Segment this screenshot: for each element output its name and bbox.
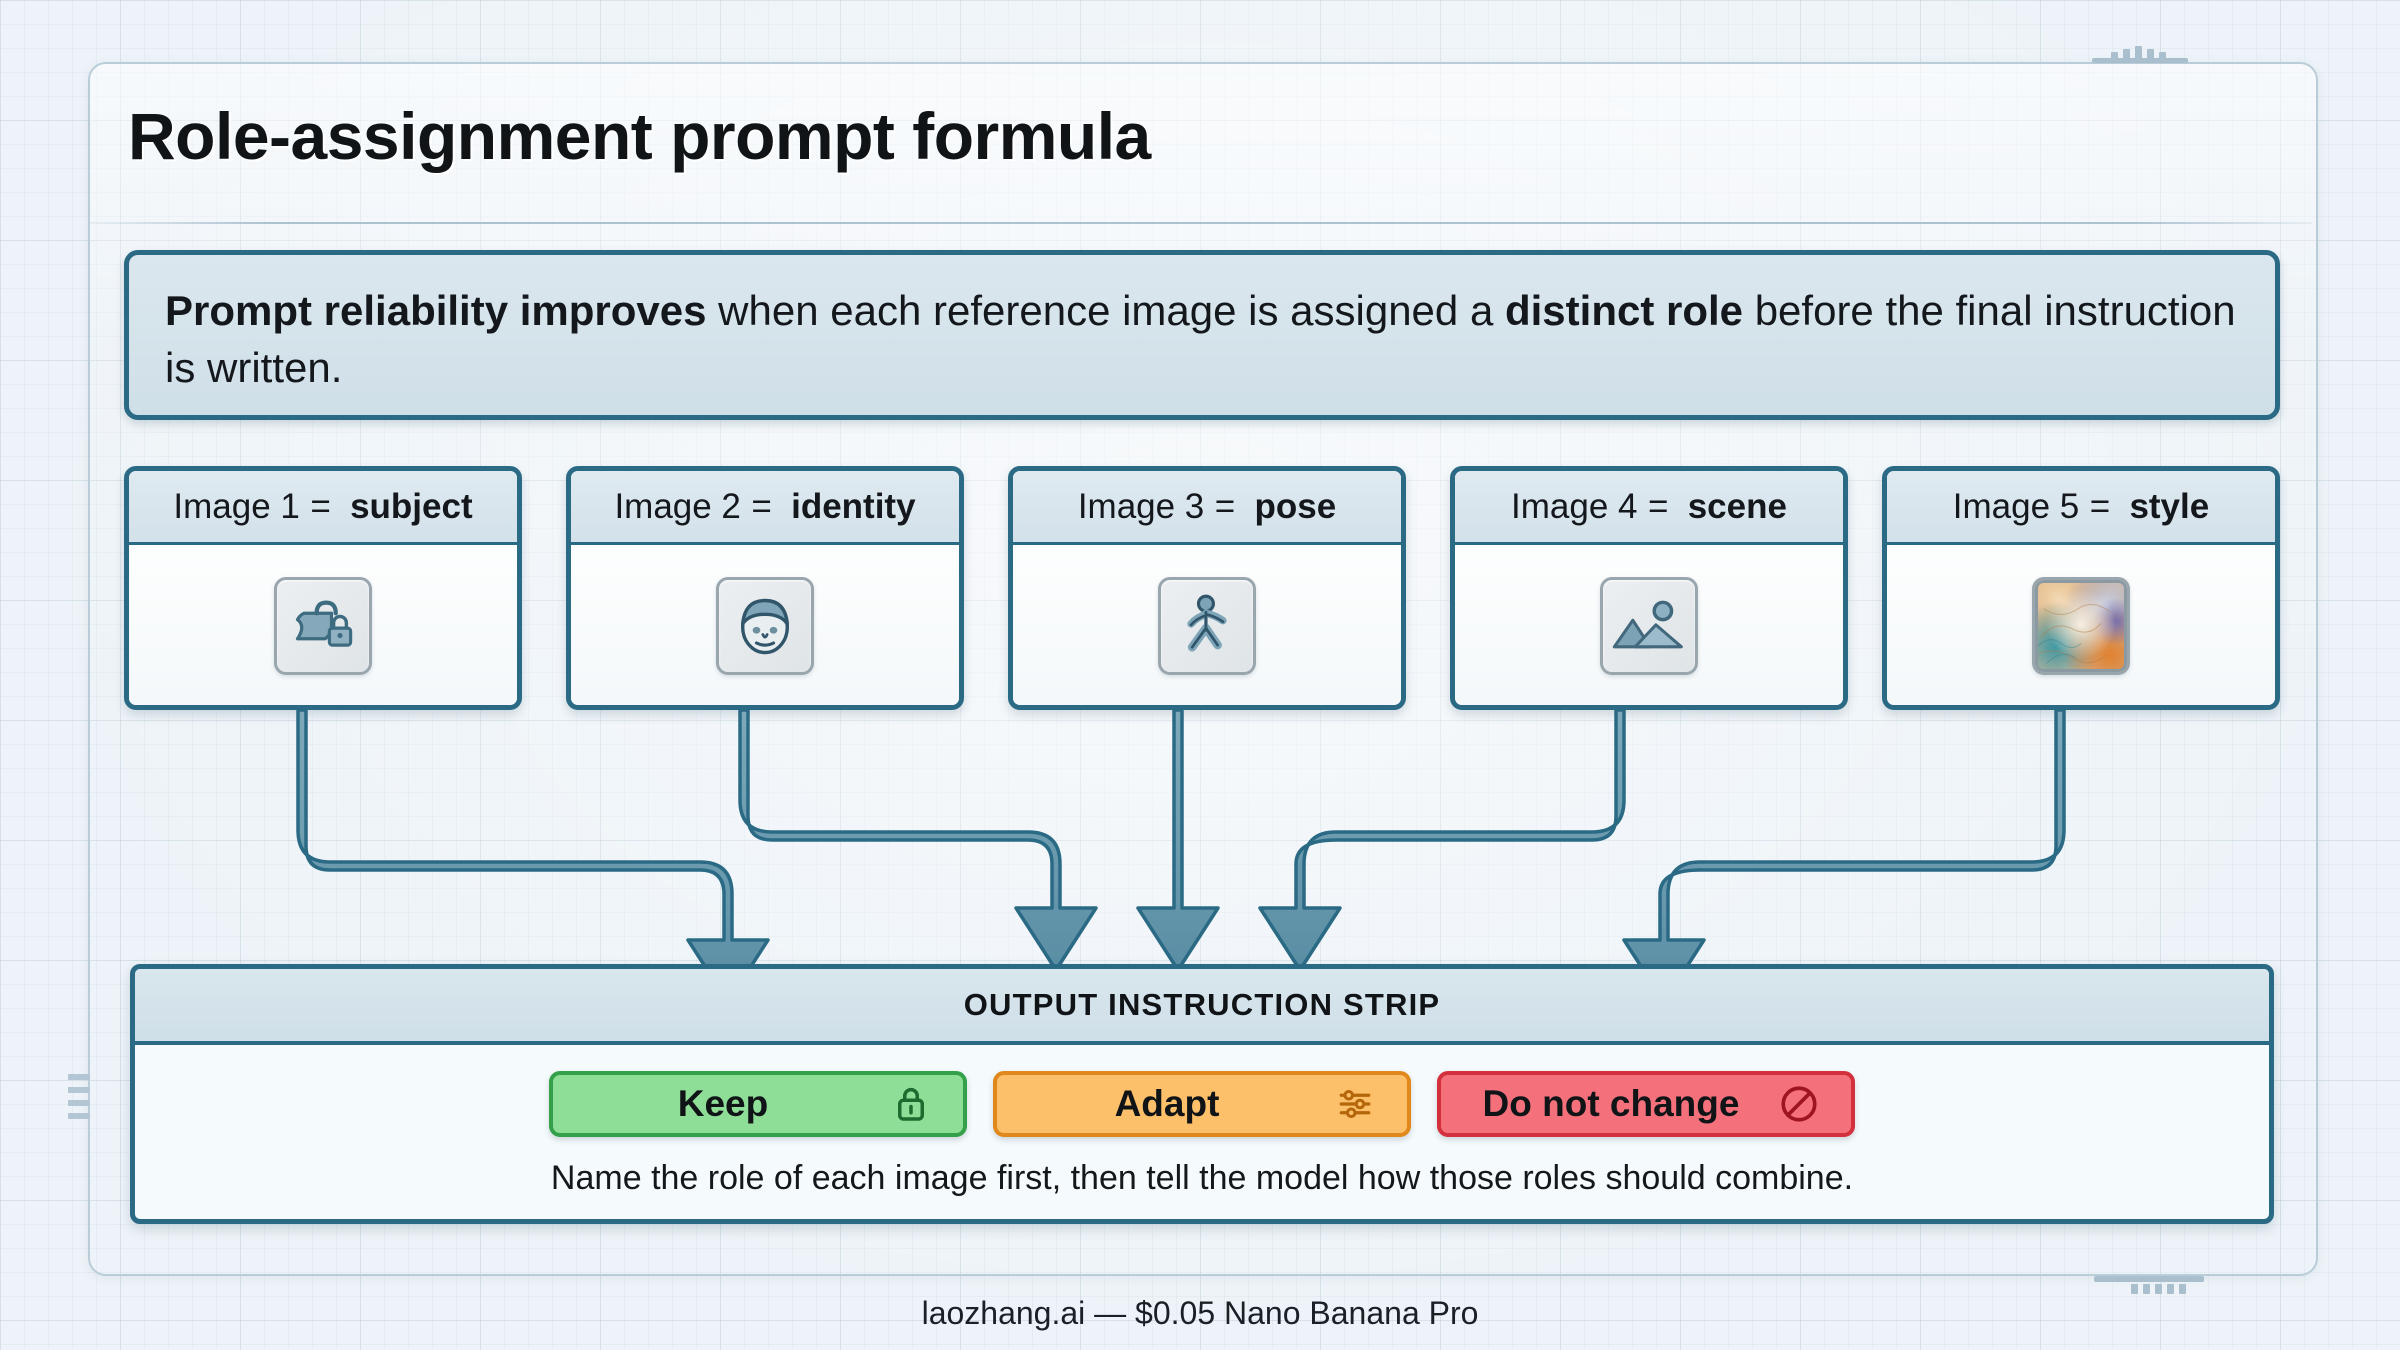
card-3-prefix: Image 3 [1077, 486, 1205, 526]
card-4-prefix: Image 4 [1511, 486, 1638, 526]
output-instruction-strip: OUTPUT INSTRUCTION STRIP Keep Adapt [130, 964, 2274, 1224]
image-role-card-5[interactable]: Image 5 = style [1882, 466, 2280, 710]
corner-bar-top-right [2092, 58, 2188, 63]
page-title: Role-assignment prompt formula [128, 99, 1151, 173]
icon-tile-3 [1158, 577, 1256, 675]
icon-tile-5 [2032, 577, 2130, 675]
corner-tick-marks-bottom-right [2131, 1284, 2186, 1294]
statement-text: Prompt reliability improves when each re… [165, 283, 2239, 396]
card-3-role: pose [1254, 486, 1337, 526]
card-4-header: Image 4 = scene [1455, 471, 1843, 545]
card-4-body [1455, 545, 1843, 705]
statement-emphasis: distinct role [1504, 287, 1744, 334]
card-1-prefix: Image 1 [173, 486, 300, 526]
card-2-role: identity [791, 486, 916, 526]
card-5-role: style [2129, 486, 2210, 526]
pill-keep[interactable]: Keep [549, 1071, 967, 1137]
card-5-header: Image 5 = style [1887, 471, 2275, 545]
pill-do-not-change[interactable]: Do not change [1437, 1071, 1855, 1137]
face-icon [740, 598, 790, 655]
card-5-equals: = [2089, 486, 2111, 526]
statement-lead: Prompt reliability improves [165, 287, 707, 334]
output-pill-row: Keep Adapt [135, 1071, 2269, 1137]
image-role-card-3[interactable]: Image 3 = pose [1008, 466, 1406, 710]
sliders-icon [1333, 1082, 1377, 1126]
pill-adapt[interactable]: Adapt [993, 1071, 1411, 1137]
card-2-equals: = [751, 486, 772, 526]
lock-icon [889, 1082, 933, 1126]
pill-adapt-label: Adapt [1114, 1083, 1220, 1124]
output-caption: Name the role of each image first, then … [550, 1159, 1854, 1197]
landscape-image-icon [1612, 600, 1683, 649]
bag-lock-icon [295, 600, 353, 647]
statement-mid: when each reference image is assigned a [706, 287, 1505, 334]
title-divider [90, 222, 2312, 224]
image-role-card-1[interactable]: Image 1 = subject [124, 466, 522, 710]
icon-tile-1 [274, 577, 372, 675]
card-1-body [129, 545, 517, 705]
card-1-equals: = [310, 486, 331, 526]
card-1-role: subject [350, 486, 473, 526]
card-3-header: Image 3 = pose [1013, 471, 1401, 545]
card-2-prefix: Image 2 [614, 486, 741, 526]
prohibited-icon [1777, 1082, 1821, 1126]
pill-do-not-change-label: Do not change [1482, 1083, 1740, 1124]
image-role-card-2[interactable]: Image 2 = identity [566, 466, 964, 710]
card-5-prefix: Image 5 [1952, 486, 2080, 526]
card-2-body [571, 545, 959, 705]
statement-tail: before the final instruction is written. [165, 287, 2236, 391]
card-2-header: Image 2 = identity [571, 471, 959, 545]
walking-person-icon [1187, 594, 1227, 652]
output-strip-header: OUTPUT INSTRUCTION STRIP [135, 969, 2269, 1045]
statement-banner: Prompt reliability improves when each re… [124, 250, 2280, 420]
icon-tile-4 [1600, 577, 1698, 675]
corner-tick-marks-top-right [2111, 46, 2166, 60]
pill-keep-label: Keep [677, 1083, 769, 1124]
card-5-body [1887, 545, 2275, 705]
icon-tile-2 [716, 577, 814, 675]
texture-swatch-icon [2035, 580, 2127, 672]
card-3-equals: = [1214, 486, 1236, 526]
card-4-role: scene [1687, 486, 1787, 526]
edge-tick-marks-left [68, 1074, 90, 1119]
card-1-header: Image 1 = subject [129, 471, 517, 545]
corner-bar-bottom-right [2094, 1276, 2204, 1282]
card-3-body [1013, 545, 1401, 705]
card-4-equals: = [1648, 486, 1669, 526]
footer-credit: laozhang.ai — $0.05 Nano Banana Pro [921, 1295, 1479, 1331]
image-role-card-4[interactable]: Image 4 = scene [1450, 466, 1848, 710]
